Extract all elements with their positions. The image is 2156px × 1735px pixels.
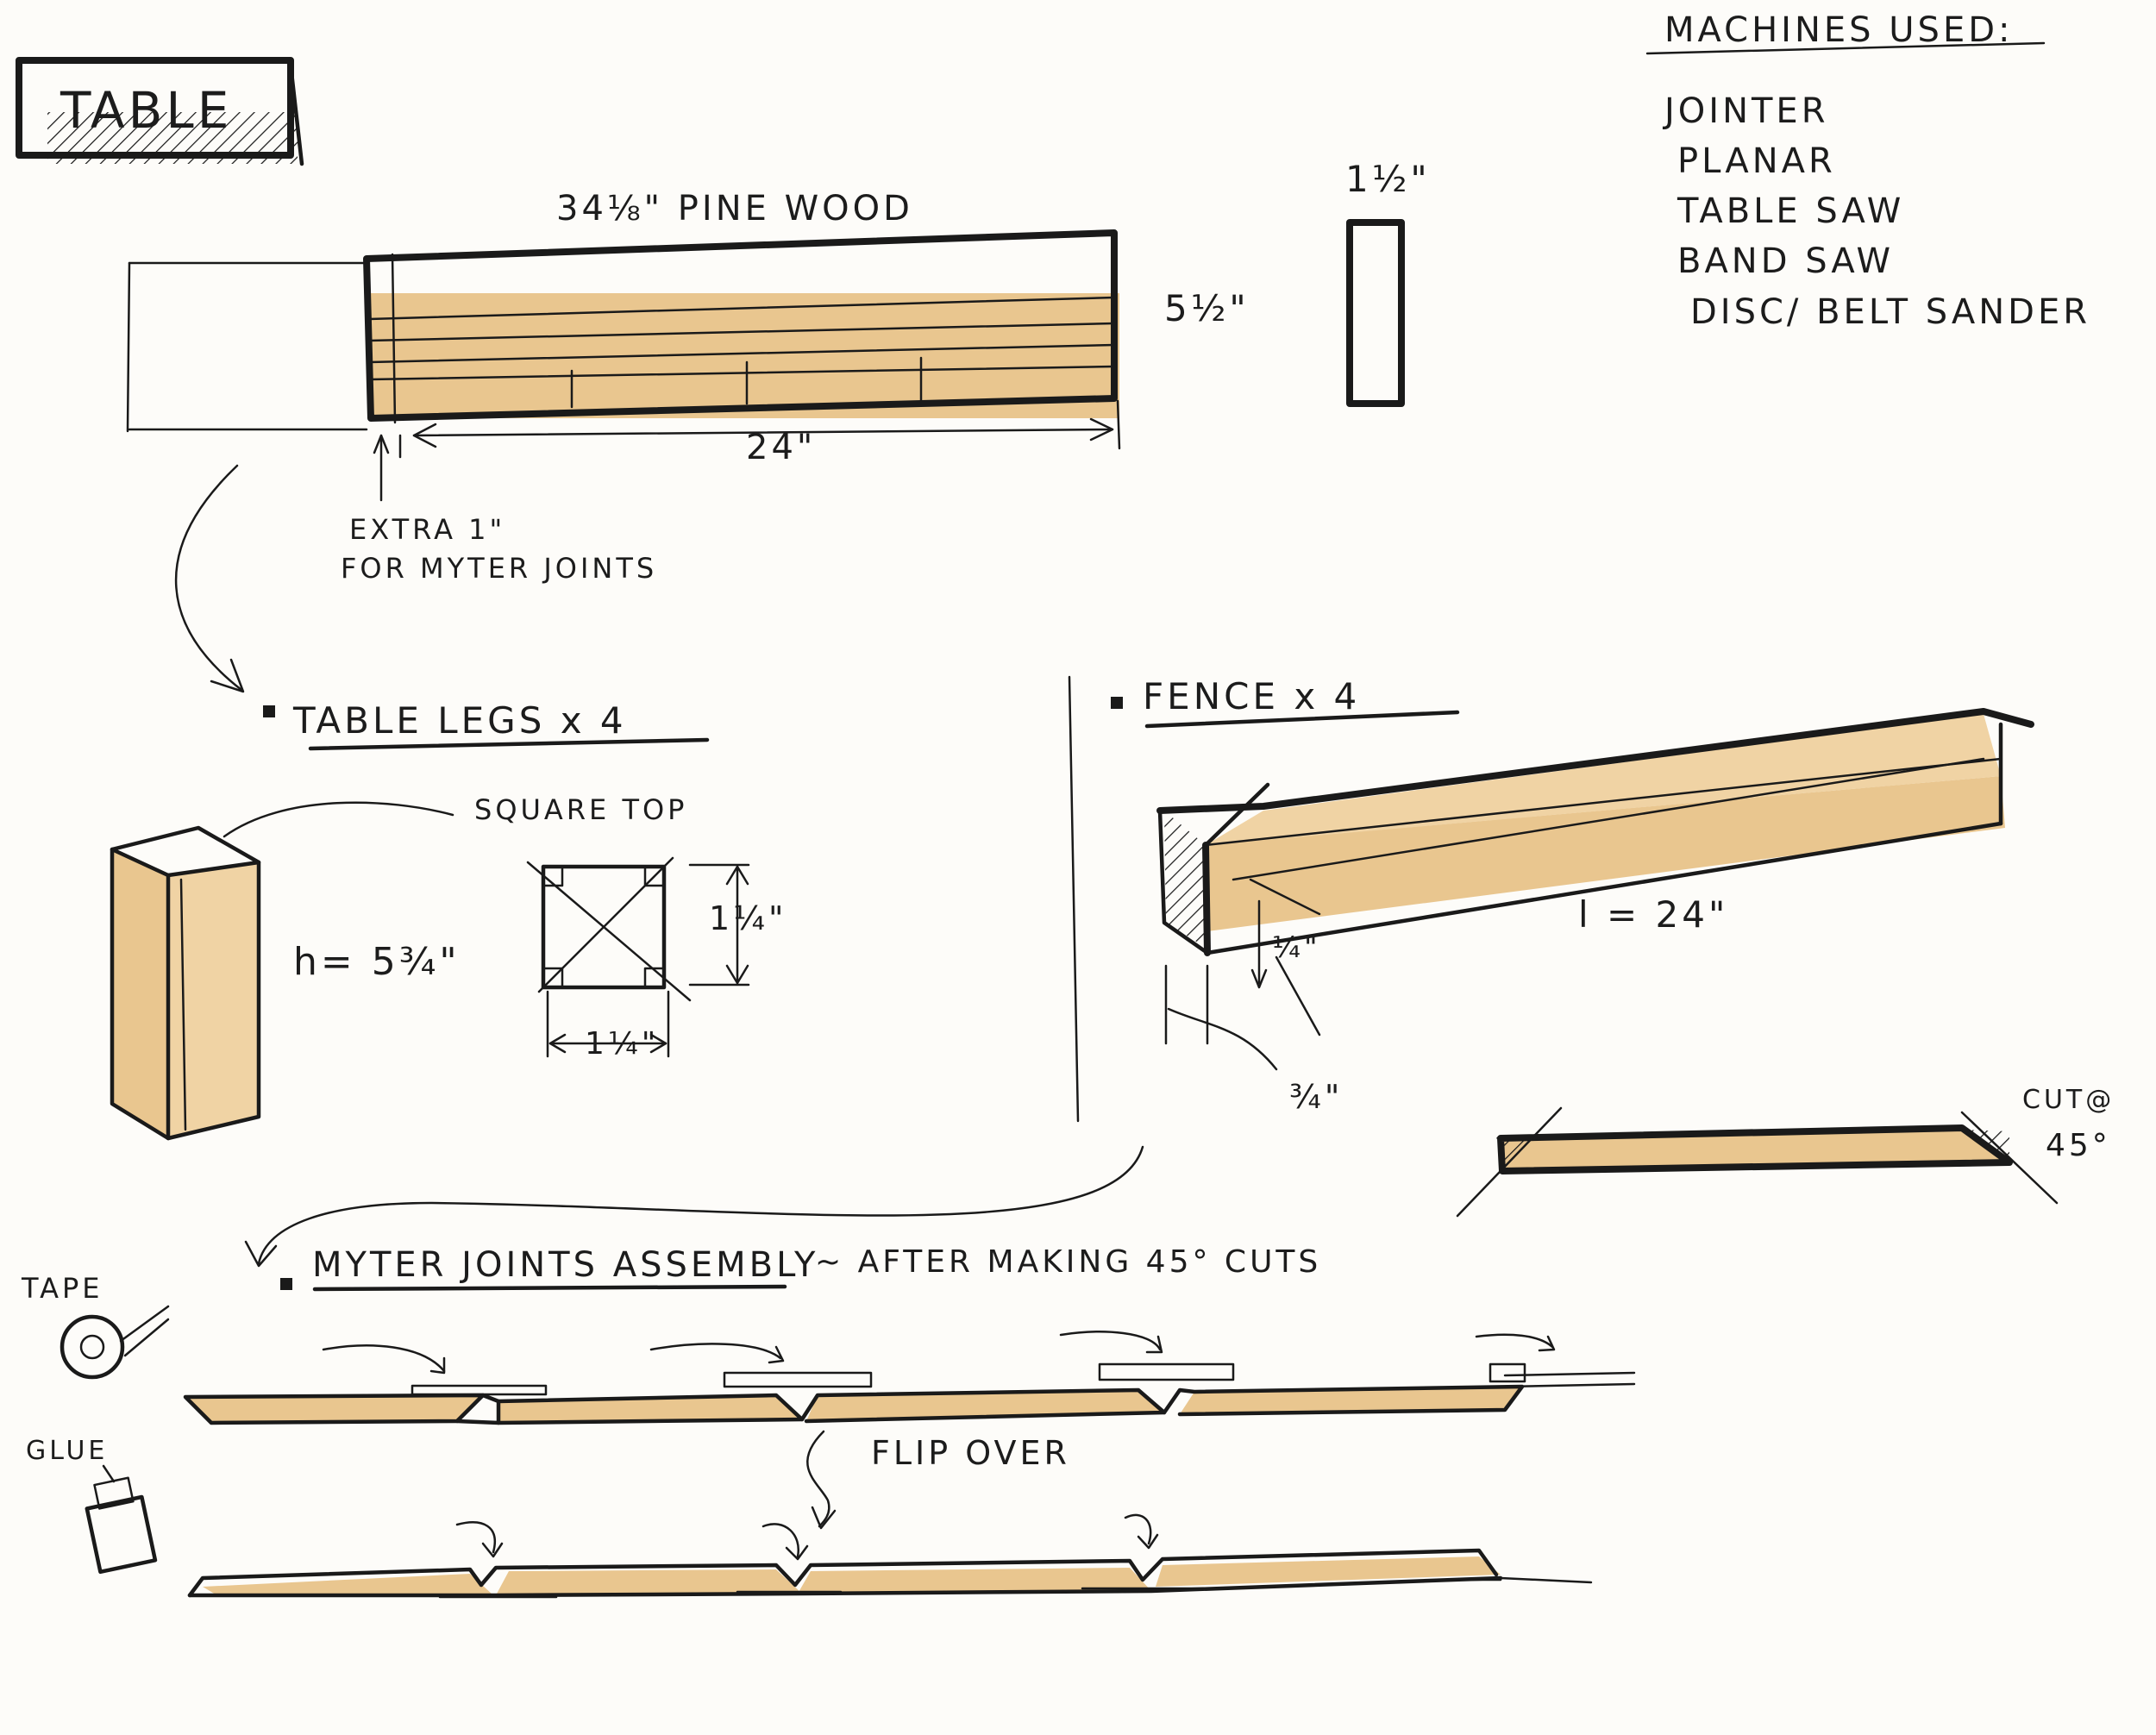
board-label: 34⅛" PINE WOOD bbox=[556, 189, 913, 229]
title-text: TABLE bbox=[60, 81, 232, 140]
extra-note-line1: EXTRA 1" bbox=[349, 513, 505, 546]
board-width-label: 5½" bbox=[1164, 287, 1250, 329]
fence-heading: FENCE x 4 bbox=[1143, 675, 1360, 717]
fence-length-label: l = 24" bbox=[1578, 893, 1728, 936]
glue-bottle-icon: GLUE bbox=[26, 1436, 158, 1575]
leg-height-label: h= 5¾" bbox=[293, 940, 461, 984]
cut-label-line1: CUT@ bbox=[2022, 1085, 2115, 1115]
machines-heading: MACHINES USED: bbox=[1664, 10, 2014, 50]
legs-heading: TABLE LEGS x 4 bbox=[292, 699, 627, 742]
machine-item: BAND SAW bbox=[1677, 241, 1894, 281]
machine-item: PLANAR bbox=[1677, 141, 1836, 181]
extra-note-line2: FOR MYTER JOINTS bbox=[341, 552, 657, 585]
glue-label: GLUE bbox=[26, 1436, 108, 1466]
square-top-label: SQUARE TOP bbox=[474, 793, 687, 826]
section-divider bbox=[1068, 675, 1080, 1123]
fence-quarter-label: ¼" bbox=[1272, 930, 1321, 965]
assembly-heading: MYTER JOINTS ASSEMBLY bbox=[312, 1245, 818, 1285]
title-box: TABLE bbox=[16, 57, 304, 166]
assembly-section: MYTER JOINTS ASSEMBLY ~ AFTER MAKING 45°… bbox=[21, 1244, 1636, 1599]
pine-board-drawing: 34⅛" PINE WOOD 24" 5½" EXTRA 1" FOR MYTE… bbox=[126, 189, 1250, 693]
tape-icon: TAPE bbox=[21, 1272, 170, 1380]
assembly-subheading: ~ AFTER MAKING 45° CUTS bbox=[815, 1244, 1321, 1280]
machines-list: MACHINES USED: JOINTER PLANAR TABLE SAW … bbox=[1645, 10, 2090, 332]
board-length-label: 24" bbox=[746, 428, 816, 467]
leg-side-vertical-label: 1¼" bbox=[709, 899, 787, 937]
machine-item: DISC/ BELT SANDER bbox=[1690, 292, 2090, 332]
tape-label: TAPE bbox=[21, 1272, 103, 1305]
table-legs-section: TABLE LEGS x 4 SQUARE TOP h= 5¾" 1¼" bbox=[110, 699, 787, 1141]
board-thickness-label: 1½" bbox=[1345, 158, 1431, 200]
cut-label-line2: 45° bbox=[2046, 1128, 2111, 1163]
fence-three-quarter-label: ¾" bbox=[1289, 1078, 1343, 1116]
flip-over-label: FLIP OVER bbox=[871, 1434, 1070, 1472]
leg-side-horizontal-label: 1¼" bbox=[585, 1026, 659, 1062]
machine-item: JOINTER bbox=[1662, 91, 1829, 131]
machine-item: TABLE SAW bbox=[1677, 191, 1904, 231]
board-end-view: 1½" bbox=[1345, 158, 1431, 407]
fence-section: FENCE x 4 l = 24" ¼" ¾" CUT@ 45° bbox=[244, 675, 2115, 1268]
